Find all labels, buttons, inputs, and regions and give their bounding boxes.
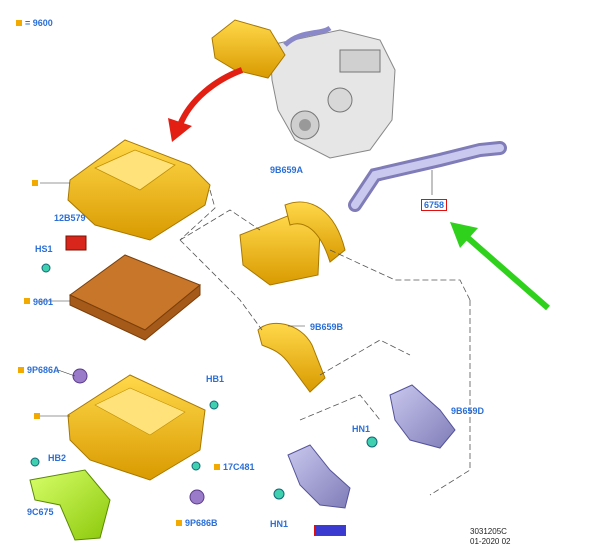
label-9p686b: 9P686B — [185, 518, 218, 528]
label-9601: 9601 — [33, 297, 54, 307]
airbox-lower — [67, 374, 206, 481]
marker-9p686a — [18, 367, 24, 373]
hn1-clamp-left — [273, 488, 285, 500]
label-hs1: HS1 — [35, 244, 53, 254]
label-9c675: 9C675 — [27, 507, 54, 517]
air-filter-9601 — [69, 254, 201, 341]
grommet-9p686b — [189, 489, 205, 505]
drawing-date: 01-2020 02 — [470, 537, 511, 546]
marker-9600-lower — [34, 413, 40, 419]
label-17c481: 17C481 — [223, 462, 255, 472]
red-arrow — [168, 67, 244, 142]
label-leaders — [40, 170, 433, 417]
hs1-clip — [41, 263, 51, 273]
hose-lower — [287, 444, 351, 509]
label-hn1-right: HN1 — [352, 424, 371, 434]
hb1-bolt — [209, 400, 219, 410]
marker-17c481 — [214, 464, 220, 470]
dashed-leaders — [179, 189, 471, 496]
pipe-6758 — [348, 141, 507, 212]
legend-swatch — [16, 20, 22, 26]
redacted-part-highlight — [314, 525, 346, 536]
grommet-9p686a — [72, 368, 88, 384]
duct-9c675 — [29, 469, 111, 541]
label-12b579: 12B579 — [54, 213, 86, 223]
marker-9600-cover — [32, 180, 38, 186]
hose-9b659b — [257, 322, 326, 393]
marker-9p686b — [176, 520, 182, 526]
hose-9b659d — [389, 384, 456, 449]
engine-airbox-thumbnail — [211, 19, 286, 79]
clip-17c481 — [191, 461, 201, 471]
label-hb1: HB1 — [206, 374, 225, 384]
resonator-9b659a — [239, 201, 346, 286]
label-9b659b: 9B659B — [310, 322, 344, 332]
drawing-code: 3031205C — [470, 527, 507, 536]
hb2-bolt — [30, 457, 40, 467]
sensor-12b579 — [65, 235, 87, 251]
green-arrow — [450, 222, 550, 311]
label-hn1-left: HN1 — [270, 519, 289, 529]
label-6758-highlight: 6758 — [421, 199, 448, 211]
marker-9601 — [24, 298, 30, 304]
airbox-cover — [67, 139, 211, 241]
label-9b659d: 9B659D — [451, 406, 485, 416]
engine-illustration — [269, 25, 396, 159]
hn1-clamp-right — [366, 436, 378, 448]
legend-label: = 9600 — [25, 18, 53, 28]
label-hb2: HB2 — [48, 453, 67, 463]
label-9p686a: 9P686A — [27, 365, 60, 375]
label-9b659a: 9B659A — [270, 165, 304, 175]
